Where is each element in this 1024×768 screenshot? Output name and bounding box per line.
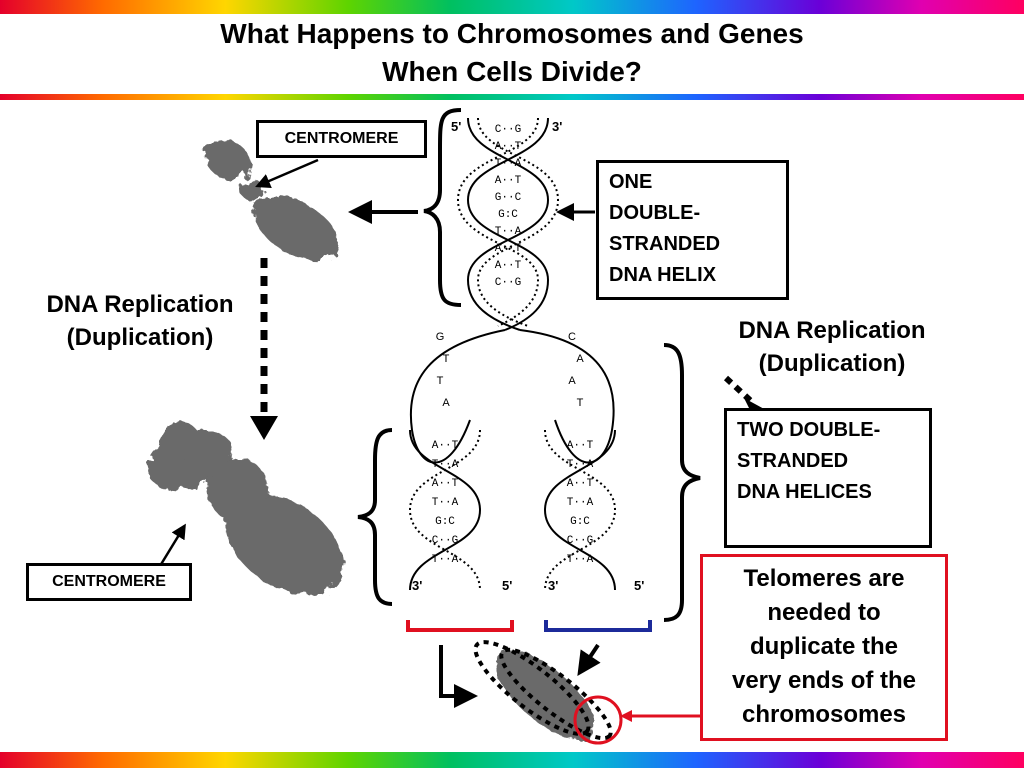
bottom-rainbow-bar [0, 752, 1024, 768]
dna-replication-label-right: DNA Replication (Duplication) [712, 314, 952, 380]
unpaired-base: A [576, 353, 584, 365]
base-pair: C··G [432, 535, 458, 547]
base-pair: T··A [432, 459, 459, 471]
base-pair: T··A [567, 554, 594, 566]
right-replication-line-2: (Duplication) [758, 350, 906, 377]
base-pair: G:C [570, 516, 590, 528]
page-title-line-2: When Cells Divide? [382, 56, 642, 87]
base-pair: T··A [432, 554, 459, 566]
page-title-line-1: What Happens to Chromosomes and Genes [220, 18, 804, 49]
strand-label-3prime-top: 3' [552, 119, 562, 134]
daughter-helix-left [408, 429, 482, 591]
one-helix-line-3: STRANDED [609, 233, 721, 255]
base-pair: A··T [432, 478, 459, 490]
top-rainbow-bar [0, 0, 1024, 14]
blue-helix-bracket [544, 620, 652, 632]
telomeres-line-3: duplicate the [749, 633, 899, 660]
two-helices-line-1: TWO DOUBLE- [737, 419, 881, 441]
centromere-pointer-top [255, 158, 319, 188]
left-replication-line-2: (Duplication) [66, 324, 214, 351]
strand-label-5prime-right: 5' [634, 578, 644, 593]
one-helix-line-1: ONE [609, 171, 653, 193]
telomere-arrowhead [620, 710, 632, 722]
unpaired-base: G [436, 331, 445, 343]
red-helix-bracket [406, 620, 514, 632]
unwinding-strands [409, 329, 615, 464]
one-helix-line-4: DNA HELIX [609, 264, 717, 286]
base-pair: A··T [432, 440, 459, 452]
one-helix-line-2: DOUBLE- [609, 202, 701, 224]
base-pair: A··T [495, 243, 522, 255]
brace-two-helices-right [663, 343, 701, 622]
strand-label-3prime-left: 3' [412, 578, 422, 593]
strand-label-5prime-top: 5' [451, 119, 461, 134]
base-pair: G··C [495, 192, 522, 204]
centromere-label-bottom: CENTROMERE [26, 563, 192, 601]
arrow-to-small-chromosome [577, 643, 601, 676]
dna-replication-label-left: DNA Replication (Duplication) [20, 288, 260, 354]
daughter-helix-right [543, 429, 617, 591]
arrow-elbow-to-chromosome [439, 645, 478, 708]
telomere-highlight-circle [573, 695, 623, 745]
parent-dna-helix [456, 117, 560, 331]
base-pair: G:C [435, 516, 455, 528]
base-pair: A··T [495, 141, 522, 153]
telomeres-line-5: chromosomes [741, 701, 907, 728]
left-replication-line-1: DNA Replication [46, 291, 234, 318]
two-helices-line-3: DNA HELICES [737, 481, 872, 503]
base-pair: A··T [495, 175, 522, 187]
base-pair: G:C [498, 209, 518, 221]
telomeres-line-1: Telomeres are [743, 565, 905, 592]
centromere-pointer-bottom [158, 523, 186, 567]
base-pair: T··A [495, 158, 522, 170]
telomeres-line-2: needed to [767, 599, 881, 626]
base-pair: A··T [567, 478, 594, 490]
base-pair: T··A [567, 497, 594, 509]
telomeres-box: Telomeres are needed to duplicate the ve… [700, 554, 948, 741]
two-helices-line-2: STRANDED [737, 450, 849, 472]
brace-one-helix [423, 108, 462, 307]
brace-two-helices-left [357, 428, 393, 606]
unpaired-base: C [568, 331, 576, 343]
unpaired-base: T [577, 397, 584, 409]
base-pair: A··T [495, 260, 522, 272]
one-helix-box: ONE DOUBLE- STRANDED DNA HELIX [596, 160, 789, 300]
centromere-label-top: CENTROMERE [256, 120, 427, 158]
replicated-chromosome-small [494, 650, 596, 740]
base-pair: C··G [567, 535, 593, 547]
telomeres-line-4: very ends of the [731, 667, 917, 694]
base-pair: T··A [495, 226, 522, 238]
right-replication-line-1: DNA Replication [738, 317, 926, 344]
unpaired-base: T [437, 375, 444, 387]
chromatid-outline-1 [473, 640, 591, 736]
base-pair: C··G [495, 277, 521, 289]
replication-arrowhead-left [250, 416, 278, 440]
strand-label-3prime-right: 3' [548, 578, 558, 593]
base-pair: A··T [567, 440, 594, 452]
base-pair: T··A [432, 497, 459, 509]
replication-dotted-arrow-right [723, 375, 755, 405]
base-pair: T··A [567, 459, 594, 471]
strand-label-5prime-left: 5' [502, 578, 512, 593]
unpaired-base: A [442, 397, 450, 409]
base-pair: C··G [495, 124, 521, 136]
title-rainbow-divider [0, 94, 1024, 100]
duplicated-chromosome [147, 422, 344, 596]
unpaired-base: A [568, 375, 576, 387]
chromatid-outline-2 [499, 647, 613, 741]
two-helices-box: TWO DOUBLE- STRANDED DNA HELICES [724, 408, 932, 548]
unpaired-base: T [443, 353, 450, 365]
